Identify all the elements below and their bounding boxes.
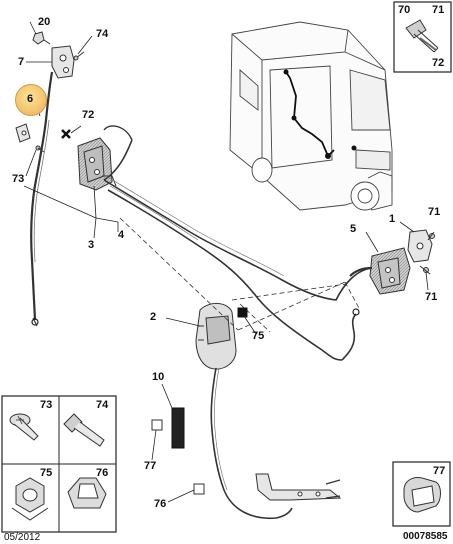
callout-3: 3	[88, 239, 95, 251]
dashed-guides	[119, 217, 361, 333]
clip-item-76	[193, 483, 205, 495]
callout-72: 72	[82, 109, 95, 121]
panel-fasteners	[1, 395, 117, 533]
callout-20: 20	[38, 16, 51, 28]
callout-1: 1	[389, 213, 396, 225]
callout-7: 7	[18, 56, 25, 68]
bolt-item-20	[32, 31, 51, 45]
panel-label-70: 70	[398, 4, 411, 16]
panel-label-76: 76	[96, 467, 109, 479]
callout-77: 77	[144, 460, 157, 472]
callout-71-b: 71	[425, 291, 438, 303]
panel-label-77: 77	[433, 465, 446, 477]
panel-label-71: 71	[432, 4, 445, 16]
seal-item-10	[171, 407, 185, 449]
hinge-bracket	[255, 473, 342, 501]
van-illustration	[229, 21, 393, 211]
clip-item-75	[237, 307, 248, 318]
callout-6: 6	[27, 93, 34, 105]
x-mark-item-72	[61, 129, 71, 139]
screw-item-71-b	[419, 265, 431, 275]
lock-assembly	[77, 137, 117, 191]
screw-item-71-a	[427, 231, 435, 241]
callout-76: 76	[154, 498, 167, 510]
screw-item-73-left	[35, 145, 45, 153]
door-handle-item-2	[195, 303, 237, 370]
callout-75: 75	[252, 330, 265, 342]
callout-4: 4	[118, 229, 125, 241]
footer-date: 05/2012	[4, 532, 41, 543]
cable-item-6-sheath	[33, 119, 50, 263]
callout-5: 5	[350, 223, 357, 235]
leader-lines	[23, 21, 429, 503]
clip-item-1	[407, 229, 433, 263]
footer-code: 00078585	[403, 531, 448, 542]
clip-item-77	[151, 419, 163, 431]
callout-74: 74	[96, 28, 109, 40]
panel-label-75: 75	[40, 467, 53, 479]
bracket-item-6-clip	[15, 123, 31, 143]
panel-70-71-72	[393, 1, 452, 73]
panel-label-74: 74	[96, 399, 109, 411]
callout-2: 2	[150, 311, 157, 323]
cable-item-6	[30, 71, 54, 321]
panel-label-72: 72	[432, 57, 445, 69]
panel-77	[392, 461, 451, 527]
panel-label-73: 73	[40, 399, 53, 411]
callout-10: 10	[152, 371, 165, 383]
bracket-item-7	[51, 45, 75, 79]
highlight-callout-6	[15, 84, 47, 116]
rear-lock-item-5	[369, 247, 411, 295]
callout-73: 73	[12, 173, 25, 185]
screw-item-74-top	[73, 51, 85, 61]
callout-71-a: 71	[428, 206, 441, 218]
